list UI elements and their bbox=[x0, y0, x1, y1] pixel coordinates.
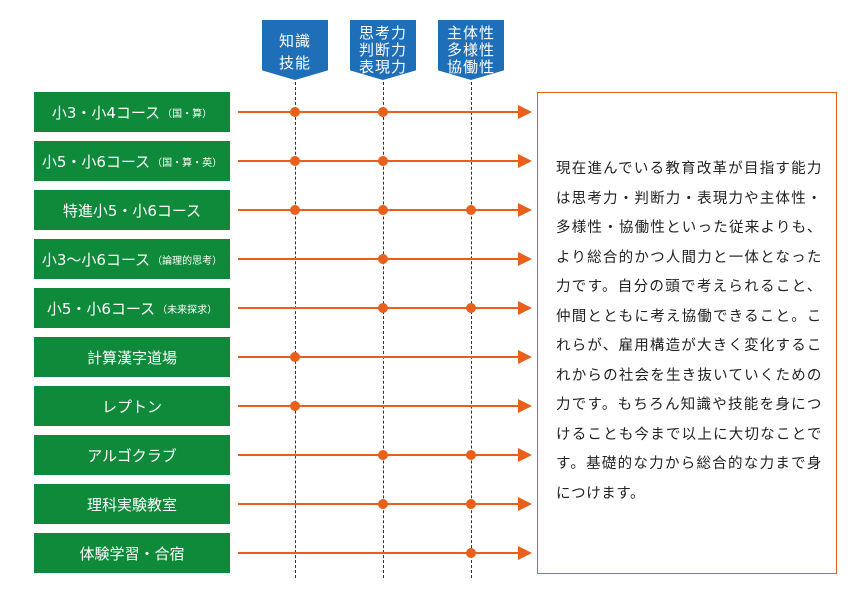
course-subjects: （国・算・英） bbox=[152, 157, 223, 169]
skill-dot bbox=[378, 254, 388, 264]
skill-dot bbox=[378, 107, 388, 117]
course-label: レプトン bbox=[101, 397, 162, 416]
skill-banner-line: 知識 bbox=[278, 32, 311, 50]
skill-banner-1: 知識技能 bbox=[262, 20, 328, 80]
course-label: 計算漢字道場 bbox=[86, 348, 177, 367]
course-box: 小3〜小6コース（論理的思考） bbox=[34, 239, 230, 279]
skill-dot bbox=[290, 156, 300, 166]
skill-dot bbox=[290, 205, 300, 215]
arrowhead-icon bbox=[518, 154, 532, 168]
skill-banner-line: 協働性 bbox=[446, 58, 495, 76]
arrowhead-icon bbox=[518, 252, 532, 266]
skill-dot bbox=[466, 499, 476, 509]
skill-dot bbox=[466, 548, 476, 558]
skill-banner-line: 多様性 bbox=[446, 41, 495, 59]
skill-dot bbox=[378, 205, 388, 215]
arrowhead-icon bbox=[518, 350, 532, 364]
course-arrow-line bbox=[238, 552, 520, 554]
course-label: 小3〜小6コース bbox=[41, 250, 151, 269]
course-label: 小5・小6コース bbox=[46, 299, 156, 318]
course-label: 理科実験教室 bbox=[86, 495, 177, 514]
skill-column-guide bbox=[383, 82, 384, 578]
course-box: 小5・小6コース（未来探求） bbox=[34, 288, 230, 328]
arrowhead-icon bbox=[518, 497, 532, 511]
skill-banner-line: 主体性 bbox=[446, 24, 495, 42]
course-box: 小5・小6コース（国・算・英） bbox=[34, 141, 230, 181]
skill-dot bbox=[290, 401, 300, 411]
skill-dot bbox=[466, 450, 476, 460]
course-subjects: （論理的思考） bbox=[152, 255, 223, 267]
course-box: 計算漢字道場 bbox=[34, 337, 230, 377]
skill-banner-line: 判断力 bbox=[358, 41, 407, 59]
skill-banner-3: 主体性多様性協働性 bbox=[438, 20, 504, 80]
course-arrow-line bbox=[238, 405, 520, 407]
course-box: レプトン bbox=[34, 386, 230, 426]
skill-dot bbox=[378, 303, 388, 313]
arrowhead-icon bbox=[518, 546, 532, 560]
skill-column-guide bbox=[471, 82, 472, 578]
skill-dot bbox=[290, 352, 300, 362]
skill-dot bbox=[290, 107, 300, 117]
skill-banner-line: 技能 bbox=[278, 54, 311, 72]
skill-banner-line: 表現力 bbox=[358, 58, 407, 76]
course-label: 体験学習・合宿 bbox=[79, 544, 185, 563]
skill-dot bbox=[378, 499, 388, 509]
course-label: 特進小5・小6コース bbox=[62, 201, 202, 220]
course-box: アルゴクラブ bbox=[34, 435, 230, 475]
course-label: アルゴクラブ bbox=[87, 446, 177, 465]
arrowhead-icon bbox=[518, 203, 532, 217]
arrowhead-icon bbox=[518, 399, 532, 413]
course-box: 体験学習・合宿 bbox=[34, 533, 230, 573]
description-box: 現在進んでいる教育改革が目指す能力は思考力・判断力・表現力や主体性・多様性・協働… bbox=[537, 92, 837, 574]
course-box: 理科実験教室 bbox=[34, 484, 230, 524]
course-label: 小5・小6コース bbox=[41, 152, 151, 171]
skill-banner-2: 思考力判断力表現力 bbox=[350, 20, 416, 80]
arrowhead-icon bbox=[518, 105, 532, 119]
arrowhead-icon bbox=[518, 301, 532, 315]
skill-column-guide bbox=[295, 82, 296, 578]
course-subjects: （未来探求） bbox=[157, 304, 218, 316]
course-label: 小3・小4コース bbox=[51, 103, 161, 122]
skill-dot bbox=[378, 156, 388, 166]
course-arrow-line bbox=[238, 356, 520, 358]
course-box: 特進小5・小6コース bbox=[34, 190, 230, 230]
skill-dot bbox=[466, 303, 476, 313]
description-text: 現在進んでいる教育改革が目指す能力は思考力・判断力・表現力や主体性・多様性・協働… bbox=[556, 161, 822, 502]
skill-dot bbox=[378, 450, 388, 460]
course-box: 小3・小4コース（国・算） bbox=[34, 92, 230, 132]
arrowhead-icon bbox=[518, 448, 532, 462]
skill-dot bbox=[466, 205, 476, 215]
skill-banner-line: 思考力 bbox=[358, 24, 407, 42]
course-subjects: （国・算） bbox=[162, 108, 213, 120]
